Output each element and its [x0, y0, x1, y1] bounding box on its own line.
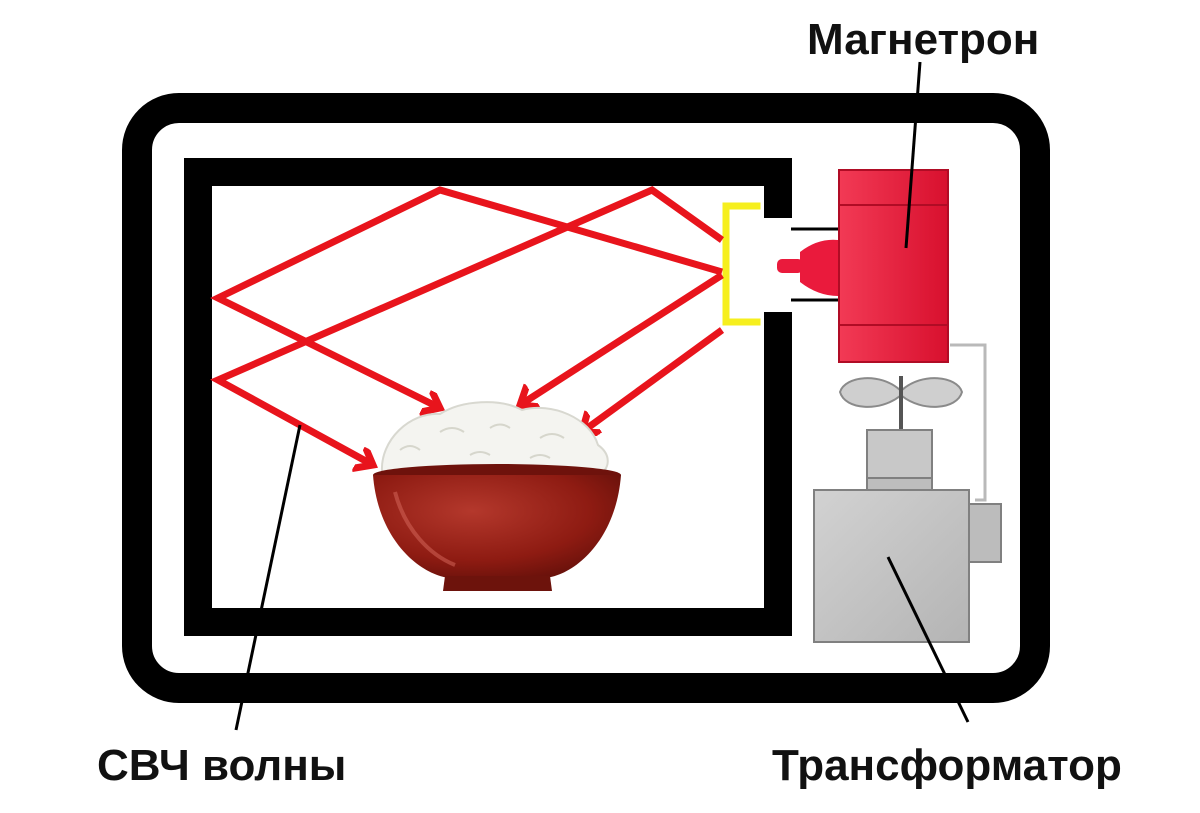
- label-microwaves: СВЧ волны: [97, 741, 346, 790]
- magnetron-antenna: [777, 227, 842, 302]
- waveguide: [722, 202, 761, 326]
- rice: [380, 401, 609, 477]
- leader-microwaves: [234, 424, 302, 731]
- rice-bowl-icon: [373, 401, 621, 591]
- bowl-foot: [443, 576, 552, 591]
- leader-transformer: [886, 556, 970, 723]
- wave-path-3: [520, 272, 724, 405]
- fan-icon: [838, 376, 964, 432]
- label-transformer: Трансформатор: [772, 741, 1122, 790]
- wave-path-1: [210, 186, 723, 408]
- magnetron-icon: [838, 169, 949, 363]
- power-wire: [950, 343, 987, 502]
- wave-path-4: [582, 327, 725, 432]
- label-magnetron: Магнетрон: [807, 15, 1039, 64]
- wave-path-2: [210, 185, 725, 465]
- oven-outer-frame: [122, 93, 1050, 703]
- leader-magnetron: [904, 61, 922, 249]
- transformer-icon: [813, 429, 1002, 643]
- microwave-paths: [210, 185, 725, 465]
